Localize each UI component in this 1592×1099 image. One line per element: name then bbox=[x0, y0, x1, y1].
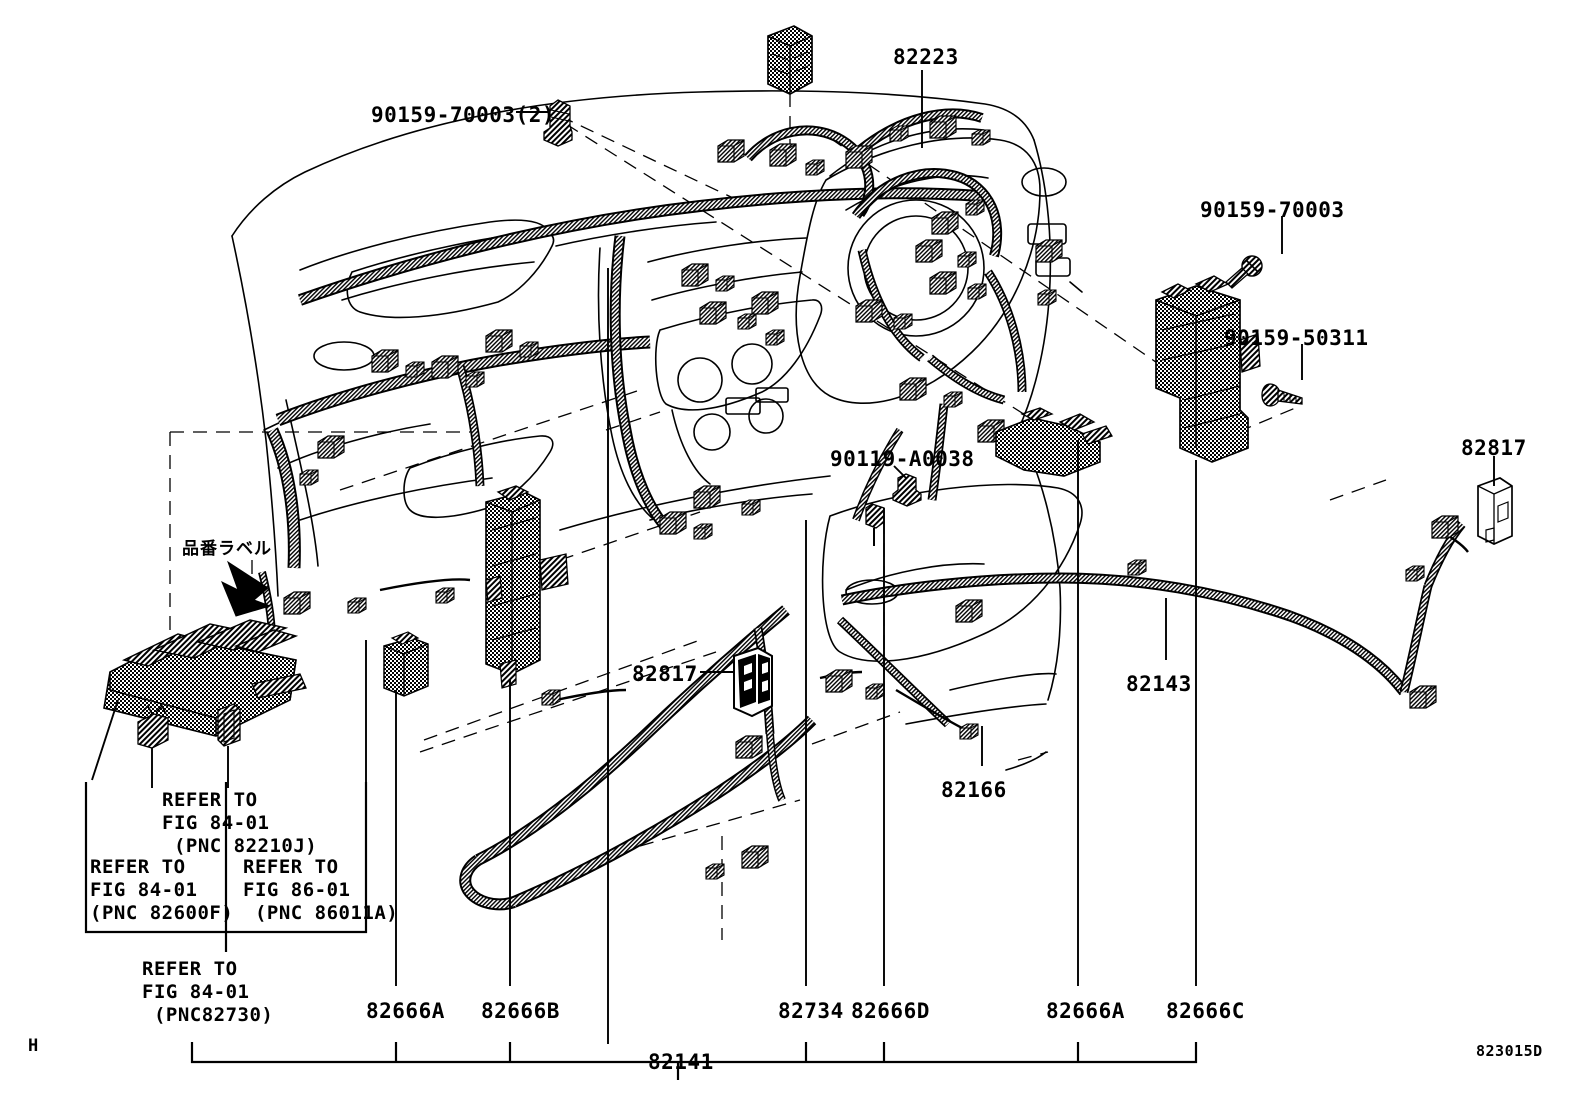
refer-block-82600f-line: REFER TO bbox=[90, 856, 186, 878]
part-label-arrow bbox=[221, 560, 272, 617]
left-small-relay bbox=[383, 631, 429, 697]
center-relay-block bbox=[485, 485, 569, 689]
refer-block-86011a-line: (PNC 86011A) bbox=[243, 902, 399, 924]
bottom-label-82666c: 82666C bbox=[1166, 999, 1245, 1023]
bracket-label-82141: 82141 bbox=[648, 1050, 714, 1074]
refer-to-brackets bbox=[84, 782, 368, 952]
wire-harness-bundles bbox=[258, 108, 1469, 911]
callout-82166: 82166 bbox=[941, 778, 1007, 802]
connector-82223 bbox=[767, 25, 813, 95]
bottom-master-bracket bbox=[190, 1042, 1198, 1080]
bottom-label-82666d: 82666D bbox=[851, 999, 930, 1023]
refer-block-86011a-line: REFER TO bbox=[243, 856, 339, 878]
callout-90159-70003-2: 90159-70003(2) bbox=[371, 103, 556, 127]
instrument-panel-outline bbox=[231, 90, 1083, 771]
refer-block-82210j-line: (PNC 82210J) bbox=[162, 835, 318, 857]
refer-block-82730-line: FIG 84-01 bbox=[142, 981, 250, 1003]
figure-code: 823015D bbox=[1476, 1042, 1543, 1060]
callout-90159-50311: 90159-50311 bbox=[1224, 326, 1369, 350]
bolt-icons bbox=[543, 99, 1303, 546]
right-junction-block bbox=[1155, 275, 1261, 463]
sheet-mark: H bbox=[28, 1036, 39, 1056]
left-junction-block bbox=[103, 619, 307, 749]
refer-block-82730-line: REFER TO bbox=[142, 958, 238, 980]
callout-82817-right: 82817 bbox=[1461, 436, 1527, 460]
part-number-label-note: 品番ラベル bbox=[182, 539, 272, 559]
bottom-label-82666a-left: 82666A bbox=[366, 999, 445, 1023]
bottom-label-82734: 82734 bbox=[778, 999, 844, 1023]
center-82817-connector bbox=[733, 646, 773, 718]
leader-lines bbox=[91, 70, 1495, 788]
refer-block-82210j-line: FIG 84-01 bbox=[162, 812, 270, 834]
bottom-leader-lines bbox=[395, 268, 1197, 1044]
callout-82143: 82143 bbox=[1126, 672, 1192, 696]
callout-90159-70003: 90159-70003 bbox=[1200, 198, 1345, 222]
callout-90119-a0038: 90119-A0038 bbox=[830, 447, 975, 471]
refer-block-86011a-line: FIG 86-01 bbox=[243, 879, 351, 901]
bottom-label-82666b: 82666B bbox=[481, 999, 560, 1023]
bottom-label-82666a-right: 82666A bbox=[1046, 999, 1125, 1023]
refer-block-82210j-line: REFER TO bbox=[162, 789, 258, 811]
right-82817-connector bbox=[1477, 477, 1513, 545]
refer-block-82600f-line: (PNC 82600F) bbox=[90, 902, 234, 924]
callout-82817-mid: 82817 bbox=[632, 662, 698, 686]
refer-block-82730-line: (PNC82730) bbox=[142, 1004, 274, 1026]
refer-block-82600f-line: FIG 84-01 bbox=[90, 879, 198, 901]
callout-82223: 82223 bbox=[893, 45, 959, 69]
inline-connectors bbox=[995, 407, 1113, 477]
